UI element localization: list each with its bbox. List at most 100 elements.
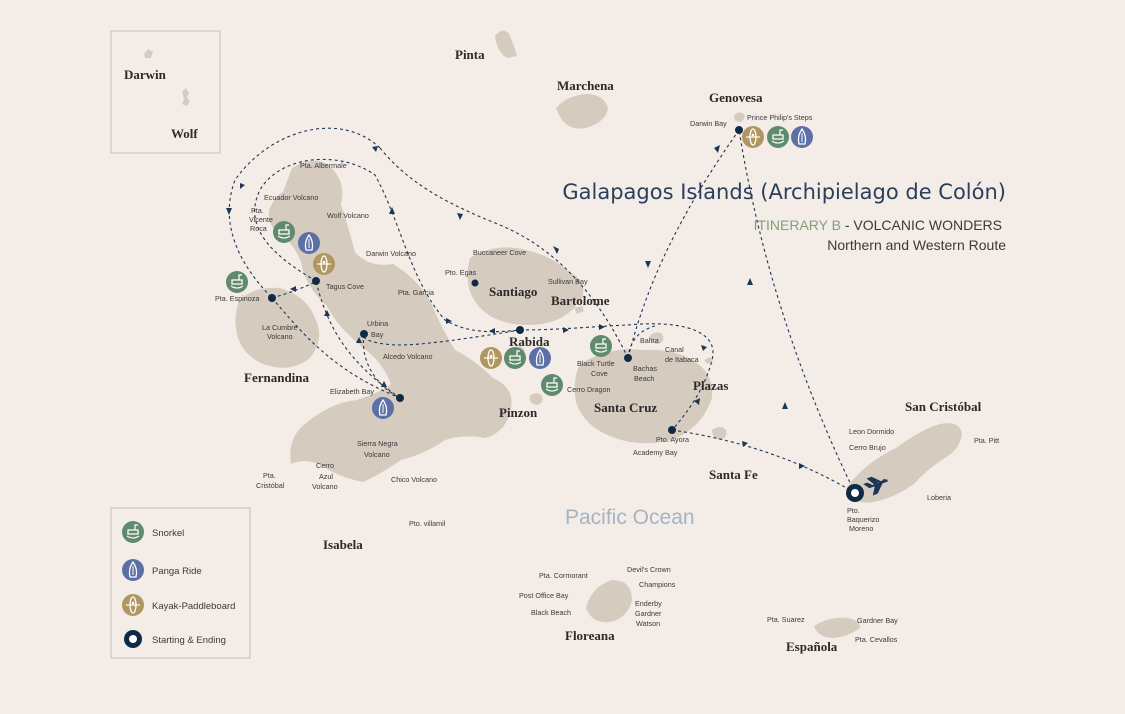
marchena-island [556,94,608,129]
label-sierra-negra-2: Volcano [364,450,390,459]
snorkel-icon [766,125,790,149]
panga-ride-icon [790,125,814,149]
itinerary-name: VOLCANIC WONDERS [853,217,1002,233]
label-pta-vicente-3: Roca [250,224,267,233]
snorkel-icon [540,373,564,397]
label-canal-1: Canal [665,345,684,354]
label-pta-cristobal-2: Cristóbal [256,481,285,490]
label-cerro-brujo: Cerro Brujo [849,443,886,452]
label-pta-cristobal-1: Pta. [263,471,276,480]
label-bachas-1: Bachas [633,364,657,373]
label-darwin-volcano: Darwin Volcano [366,249,416,258]
inset-box [110,30,221,154]
panga-ride-icon [371,396,395,420]
fernandina-island [235,287,320,368]
label-pto-egas: Pto. Egas [445,268,477,277]
pinta-island [495,30,517,58]
label-sullivan: Sullivan Bay [548,277,588,286]
label-black-beach: Black Beach [531,608,571,617]
label-santiago: Santiago [489,284,537,299]
label-gardner: Gardner [635,609,662,618]
pinzon-island [529,393,543,405]
route-stops [268,126,743,434]
santa-fe-island [712,427,727,440]
label-champions: Champions [639,580,676,589]
legend-snorkel: Snorkel [152,528,184,539]
legend-start-end: Starting & Ending [152,635,226,646]
label-cerro-azul-1: Cerro [316,461,334,470]
label-pta-suarez: Pta. Suarez [767,615,805,624]
isabela-island [268,160,512,483]
label-la-cumbre-1: La Cumbre [262,323,298,332]
label-chico-volcano: Chico Volcano [391,475,437,484]
legend-panga-icon [121,558,145,582]
label-urbina-2: Bay [371,330,384,339]
label-plazas: Plazas [693,378,728,393]
label-darwin-bay: Darwin Bay [690,119,727,128]
santa-cruz-island [574,349,713,444]
label-post-office: Post Office Bay [519,591,569,600]
label-pto-villamil: Pto. villamil [409,519,446,528]
itinerary-sep: - [841,217,853,233]
itinerary-code: ITINERARY B [754,217,841,233]
start-end-icon [846,484,864,502]
ocean-label: Pacific Ocean [565,506,695,529]
label-cerro-azul-2: Azul [319,472,333,481]
espanola-island [814,617,860,638]
label-floreana: Floreana [565,628,615,643]
label-devils-crown: Devil's Crown [627,565,671,574]
label-pinta: Pinta [455,47,485,62]
label-cerro-azul-3: Volcano [312,482,338,491]
panga-ride-icon [297,231,321,255]
legend: Snorkel Panga Ride Kayak-Paddleboard Sta… [110,507,251,659]
label-academy-bay: Academy Bay [633,448,678,457]
label-san-cristobal: San Cristóbal [905,399,982,414]
label-wolf-volcano: Wolf Volcano [327,211,369,220]
itinerary-route-name: Northern and Western Route [827,237,1006,253]
snorkel-icon [272,220,296,244]
label-buccaneer: Buccaneer Cove [473,248,526,257]
label-pta-vicente-2: Vicente [249,215,273,224]
legend-kayak: Kayak-Paddleboard [152,601,235,612]
label-sierra-negra-1: Sierra Negra [357,439,398,448]
label-pta-espinoza: Pta. Espinoza [215,294,259,303]
label-ecuador-volcano: Ecuador Volcano [264,193,318,202]
label-santa-fe: Santa Fe [709,467,758,482]
label-pta-vicente-1: Pta. [251,206,264,215]
label-canal-2: de Itabaca [665,355,699,364]
label-watson: Watson [636,619,660,628]
label-pinzon: Pinzon [499,405,538,420]
darwin-island [144,49,153,58]
itinerary-route [228,127,856,494]
legend-kayak-icon [121,593,145,617]
route-arrows [226,145,805,469]
label-elizabeth-bay: Elizabeth Bay [330,387,374,396]
label-darwin: Darwin [124,67,167,82]
label-black-turtle-2: Cove [591,369,608,378]
label-cerro-dragon: Cerro Dragon [567,385,611,394]
legend-start-end-icon [124,630,142,648]
label-pta-cormorant: Pta. Cormorant [539,571,588,580]
label-prince-philips: Prince Philip's Steps [747,113,813,122]
map-title: Galapagos Islands (Archipielago de Colón… [562,180,1006,204]
label-bartolome: Bartolome [551,293,610,308]
bartolome-island [574,306,584,314]
kayak-paddleboard-icon [741,125,765,149]
label-black-turtle-1: Black Turtle [577,359,615,368]
label-fernandina: Fernandina [244,370,310,385]
label-genovesa: Genovesa [709,90,763,105]
label-baq-2: Baquerizo [847,515,879,524]
kayak-paddleboard-icon [312,252,336,276]
snorkel-icon [589,334,613,358]
floreana-island [586,580,632,623]
airplane-icon [863,476,888,496]
label-enderby: Enderby [635,599,662,608]
snorkel-icon [225,270,249,294]
santiago-island [467,247,584,325]
label-pta-pitt: Pta. Pitt [974,436,999,445]
genovesa-island [734,112,745,122]
itinerary-line: ITINERARY B - VOLCANIC WONDERS [754,217,1002,233]
label-pta-garcia: Pta. Garcia [398,288,434,297]
kayak-paddleboard-icon [479,346,503,370]
label-pto-ayora: Pto. Ayora [656,435,689,444]
